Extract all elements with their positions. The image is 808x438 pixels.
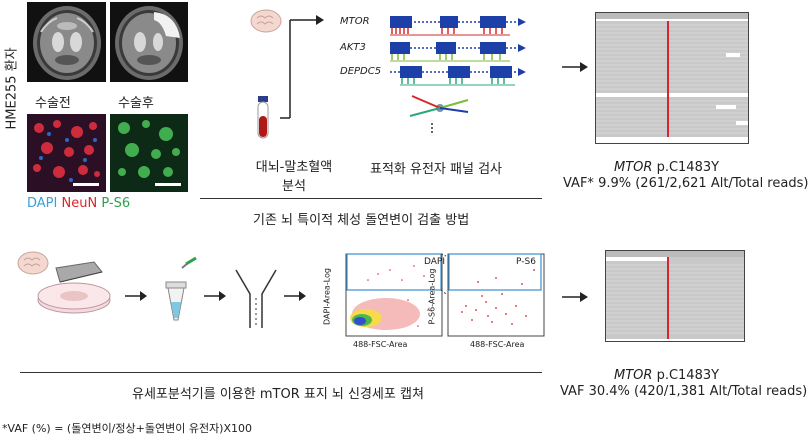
igv-top-reads <box>596 21 748 137</box>
top-result-gene-line: MTOR p.C1483Y <box>614 160 719 175</box>
arrow-3 <box>284 290 306 302</box>
top-method-label: 기존 뇌 특이적 체성 돌연변이 검출 방법 <box>253 213 470 228</box>
footnote: *VAF (%) = (돌연변이/정상+돌연변이 유전자)X100 <box>2 422 253 435</box>
gene-label-akt3: AKT3 <box>340 42 366 53</box>
mri-after-image <box>110 2 188 82</box>
bottom-method-label: 유세포분석기를 이용한 mTOR 표지 뇌 신경세포 캡쳐 <box>132 387 424 402</box>
brain-icon-bottom <box>16 250 50 276</box>
tissue-dish-icon <box>36 261 116 318</box>
top-bracket-arrow <box>280 8 326 120</box>
bottom-result-vaf: VAF 30.4% (420/1,381 Alt/Total reads) <box>560 384 808 399</box>
blood-label-line1: 대뇌-말초혈액 <box>255 160 333 175</box>
igv-bottom-variant-column <box>667 257 669 339</box>
top-result-gene: MTOR <box>614 160 653 175</box>
stain-legend: DAPI NeuN P-S6 <box>27 196 130 211</box>
top-result-vaf: VAF* 9.9% (261/2,621 Alt/Total reads) <box>563 176 808 191</box>
facs-ps6-points <box>461 269 535 325</box>
stain-legend-neun: NeuN <box>61 196 98 211</box>
top-result-variant: p.C1483Y <box>652 160 720 175</box>
facs-plot-ps6 <box>436 250 546 348</box>
gene-track-akt3 <box>390 42 526 62</box>
facs-right-xlabel: 488-FSC-Area <box>470 340 525 349</box>
stain-neun-image <box>27 114 106 192</box>
facs-plot-dapi <box>318 250 447 348</box>
bottom-result-arrow <box>562 290 588 304</box>
facs-right-ylabel: P-S6-Area-Log <box>427 268 437 325</box>
gene-panel-diagram <box>340 12 540 137</box>
panel-label: 표적화 유전자 패널 검사 <box>370 162 502 177</box>
arrow-1 <box>125 290 147 302</box>
top-result-arrow <box>562 60 588 74</box>
brain-icon <box>249 8 283 34</box>
arrow-2 <box>204 290 226 302</box>
bottom-result-variant: p.C1483Y <box>652 368 720 383</box>
top-method-divider <box>200 198 542 199</box>
mri-after-label: 수술후 <box>118 96 154 111</box>
blood-tube-icon <box>254 96 272 142</box>
bottom-method-divider <box>20 372 542 373</box>
stain-ps6-image <box>110 114 188 192</box>
stain-legend-ps6: P-S6 <box>101 196 131 211</box>
mri-before-image <box>27 2 106 82</box>
patient-label: HME255 환자 <box>4 47 20 130</box>
blood-analysis-label: 대뇌-말초혈액 분석 <box>239 156 349 194</box>
mri-before-label: 수술전 <box>35 96 71 111</box>
igv-bottom-reads <box>606 257 744 339</box>
sorter-nozzle-icon <box>234 269 278 328</box>
tube-icon <box>160 256 200 324</box>
gene-label-depdc5: DEPDC5 <box>340 66 382 77</box>
probe-cluster <box>409 95 469 133</box>
igv-top-variant-column <box>667 21 669 137</box>
facs-right-title: P-S6 <box>516 257 536 267</box>
stain-legend-dapi: DAPI <box>27 196 58 211</box>
facs-left-xlabel: 488-FSC-Area <box>353 340 408 349</box>
bottom-result-gene: MTOR <box>614 368 653 383</box>
facs-left-ylabel: DAPI-Area-Log <box>322 268 332 325</box>
igv-top-view <box>595 12 749 144</box>
facs-dapi-density <box>350 298 420 330</box>
gene-label-mtor: MTOR <box>340 16 370 27</box>
gene-track-mtor <box>390 16 526 36</box>
facs-left-title: DAPI <box>424 257 446 267</box>
igv-bottom-view <box>605 250 745 342</box>
bottom-result-gene-line: MTOR p.C1483Y <box>614 368 719 383</box>
blood-label-line2: 분석 <box>282 179 306 194</box>
gene-track-depdc5 <box>390 66 526 86</box>
